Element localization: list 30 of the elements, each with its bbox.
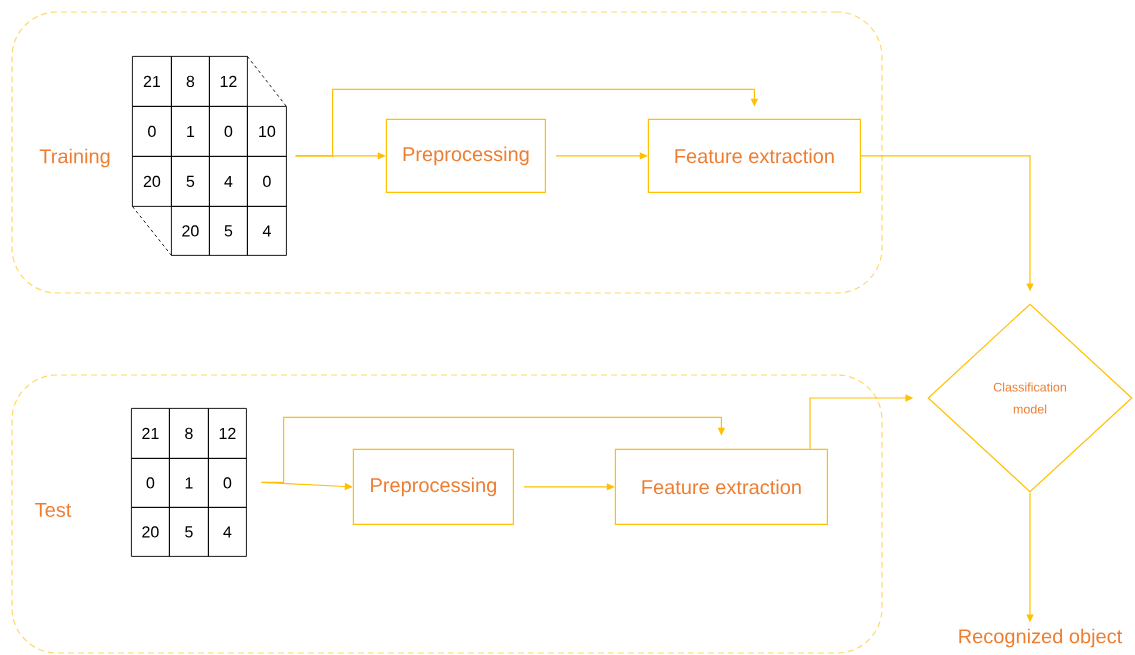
node-label: 20 [182, 225, 199, 237]
node-label: 0 [146, 477, 155, 489]
arrow [295, 88, 759, 157]
node-label: 5 [186, 175, 195, 187]
node-label: 1 [185, 477, 193, 489]
node-label: 0 [224, 125, 233, 138]
node-label: 12 [220, 75, 237, 87]
number-grid: 21 8 12 0 1 0 20 5 4 [130, 407, 247, 557]
node-label: 1 [187, 125, 195, 137]
node-label: 20 [143, 175, 161, 188]
node-label: 21 [142, 427, 159, 439]
node-label: 0 [223, 477, 232, 489]
number-grid: 21 8 12 0 1 0 10 20 5 4 0 20 5 4 [131, 55, 287, 256]
node-label: 20 [142, 526, 159, 538]
node-label: 21 [143, 75, 161, 87]
node-label: 4 [224, 175, 233, 187]
process-box: Feature extraction [647, 118, 861, 193]
node-label: 5 [224, 225, 233, 237]
process-box: Preprocessing [352, 448, 514, 525]
node-label: 0 [148, 125, 156, 138]
node-label: 5 [185, 526, 193, 538]
node-label: 8 [186, 75, 195, 88]
process-box: Preprocessing [385, 118, 546, 193]
node-label: 0 [263, 175, 271, 188]
arrow [261, 416, 726, 483]
node-label: 4 [223, 526, 232, 538]
node-label: 12 [219, 427, 236, 439]
node-label: 4 [262, 225, 271, 237]
process-box: Feature extraction [614, 448, 828, 525]
result-label: Recognized object [959, 628, 1123, 648]
